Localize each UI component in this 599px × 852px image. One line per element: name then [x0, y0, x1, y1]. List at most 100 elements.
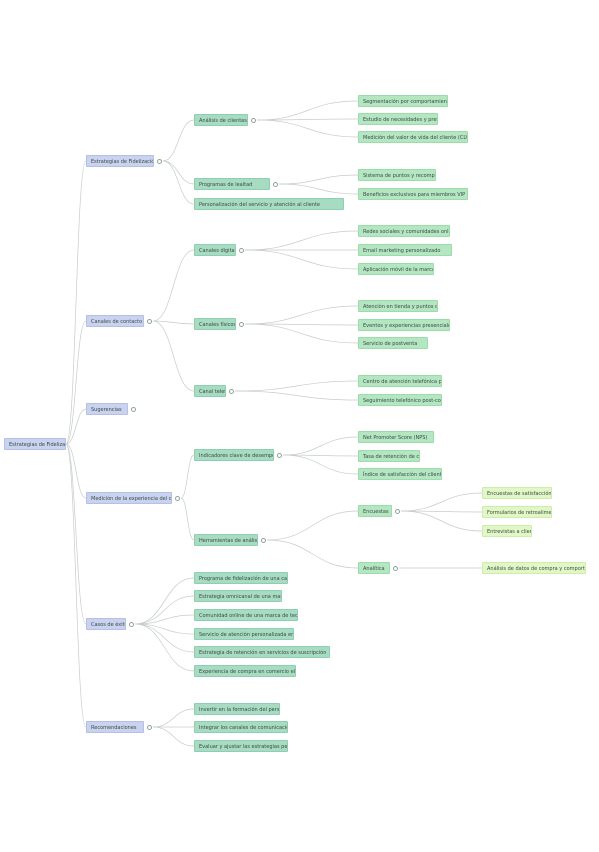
branch-0-collapse-toggle-icon[interactable] [157, 158, 162, 164]
connector-branch-topic [162, 160, 195, 185]
branch-node-canales-de-contacto[interactable]: Canales de contacto [86, 315, 144, 327]
connector-topic-subtopic [234, 380, 359, 392]
subtopic-node-email-marketing-personalizado[interactable]: Email marketing personalizado [358, 244, 452, 256]
topic-node-integrar-los-canales-de-comunicacion-con[interactable]: Integrar los canales de comunicación con… [194, 721, 288, 733]
topic-3-0-collapse-toggle-icon[interactable] [277, 452, 282, 458]
topic-node-estrategia-omnicanal-de-una-marca-de-rop[interactable]: Estrategia omnicanal de una marca de rop… [194, 590, 282, 602]
connector-topic-subtopic [282, 436, 359, 456]
topic-node-experiencia-de-compra-en-comercio-electr[interactable]: Experiencia de compra en comercio electr… [194, 665, 296, 677]
subtopic-node-atencion-en-tienda-y-puntos-de-venta[interactable]: Atención en tienda y puntos de venta [358, 300, 438, 312]
connector-root-branch [65, 443, 87, 625]
connector-branch-topic [152, 708, 195, 728]
topic-node-personalizacion-del-servicio-y-atencion-[interactable]: Personalización del servicio y atención … [194, 198, 344, 210]
topic-node-estrategia-de-retencion-en-servicios-de-[interactable]: Estrategia de retención en servicios de … [194, 646, 330, 658]
subtopic-node-beneficios-exclusivos-para-miembros-vip[interactable]: Beneficios exclusivos para miembros VIP [358, 188, 468, 200]
connector-topic-subtopic [244, 323, 359, 326]
topic-node-analisis-de-clientes[interactable]: Análisis de clientes [194, 114, 248, 126]
leaf-node-entrevistas-a-clientes[interactable]: Entrevistas a clientes [482, 525, 532, 537]
connector-branch-topic [180, 454, 195, 499]
connector-branch-topic [134, 623, 195, 653]
connector-topic-subtopic [244, 323, 359, 344]
topic-0-1-collapse-toggle-icon[interactable] [273, 181, 278, 187]
connector-topic-subtopic [266, 539, 359, 569]
connector-topic-subtopic [244, 249, 359, 270]
connector-root-branch [65, 443, 87, 728]
topic-node-invertir-en-la-formacion-del-personal-de[interactable]: Invertir en la formación del personal de… [194, 703, 280, 715]
topic-node-servicio-de-atencion-personalizada-en-ba[interactable]: Servicio de atención personalizada en ba… [194, 628, 294, 640]
topic-1-1-collapse-toggle-icon[interactable] [239, 321, 244, 327]
connector-subtopic-leaf [400, 510, 483, 513]
connector-branch-topic [152, 726, 195, 747]
connector-branch-topic [180, 497, 195, 541]
topic-node-herramientas-de-analisis[interactable]: Herramientas de análisis [194, 534, 258, 546]
connector-topic-subtopic [244, 230, 359, 251]
connector-topic-subtopic [256, 119, 359, 138]
connector-branch-topic [134, 623, 195, 635]
connector-branch-topic [152, 249, 195, 322]
topic-1-2-collapse-toggle-icon[interactable] [229, 388, 234, 394]
branch-node-casos-de-exito[interactable]: Casos de éxito [86, 618, 126, 630]
topic-node-programas-de-lealtad[interactable]: Programas de lealtad [194, 178, 270, 190]
connector-topic-subtopic [282, 454, 359, 475]
subtopic-node-medicion-del-valor-de-vida-del-cliente-c[interactable]: Medición del valor de vida del cliente (… [358, 131, 468, 143]
branch-node-recomendaciones[interactable]: Recomendaciones [86, 721, 144, 733]
subtopic-node-servicio-de-postventa[interactable]: Servicio de postventa [358, 337, 428, 349]
connector-subtopic-leaf [400, 492, 483, 512]
subtopic-node-indice-de-satisfaccion-del-cliente-csat[interactable]: Índice de satisfacción del cliente (CSAT… [358, 468, 442, 480]
connector-topic-subtopic [282, 454, 359, 457]
subtopic-3-1-0-collapse-toggle-icon[interactable] [395, 508, 400, 514]
subtopic-node-eventos-y-experiencias-presenciales[interactable]: Eventos y experiencias presenciales [358, 319, 450, 331]
branch-node-estrategias-de-fidelizacion[interactable]: Estrategias de Fidelización [86, 155, 154, 167]
subtopic-node-aplicacion-movil-de-la-marca[interactable]: Aplicación móvil de la marca [358, 263, 434, 275]
branch-2-collapse-toggle-icon[interactable] [131, 406, 136, 412]
leaf-node-encuestas-de-satisfaccion[interactable]: Encuestas de satisfacción [482, 487, 552, 499]
topic-node-evaluar-y-ajustar-las-estrategias-period[interactable]: Evaluar y ajustar las estrategias periód… [194, 740, 288, 752]
connector-branch-topic [134, 577, 195, 625]
subtopic-node-estudio-de-necesidades-y-preferencias[interactable]: Estudio de necesidades y preferencias [358, 113, 438, 125]
branch-4-collapse-toggle-icon[interactable] [129, 621, 134, 627]
topic-node-canal-telefonico[interactable]: Canal telefónico [194, 385, 226, 397]
connector-root-branch [65, 160, 87, 445]
subtopic-3-1-1-collapse-toggle-icon[interactable] [393, 565, 398, 571]
branch-5-collapse-toggle-icon[interactable] [147, 724, 152, 730]
connector-root-branch [65, 408, 87, 445]
leaf-node-formularios-de-retroalimentacion[interactable]: Formularios de retroalimentación [482, 506, 552, 518]
connector-branch-topic [162, 119, 195, 162]
connector-topic-subtopic [256, 118, 359, 121]
topic-1-0-collapse-toggle-icon[interactable] [239, 247, 244, 253]
subtopic-node-centro-de-atencion-telefonica-proactiva[interactable]: Centro de atención telefónica proactiva [358, 375, 442, 387]
connector-branch-topic [134, 614, 195, 625]
topic-node-canales-digitales[interactable]: Canales digitales [194, 244, 236, 256]
branch-1-collapse-toggle-icon[interactable] [147, 318, 152, 324]
connector-topic-subtopic [266, 510, 359, 541]
root-node-estrategias-de-fidelizacion[interactable]: Estrategias de Fidelización [4, 438, 66, 450]
connector-branch-topic [152, 320, 195, 325]
connector-branch-topic [134, 623, 195, 672]
branch-3-collapse-toggle-icon[interactable] [175, 495, 180, 501]
connector-topic-subtopic [234, 390, 359, 401]
subtopic-node-encuestas[interactable]: Encuestas [358, 505, 392, 517]
connector-topic-subtopic [244, 305, 359, 325]
subtopic-node-sistema-de-puntos-y-recompensas[interactable]: Sistema de puntos y recompensas [358, 169, 436, 181]
connector-branch-topic [152, 320, 195, 392]
subtopic-node-tasa-de-retencion-de-clientes[interactable]: Tasa de retención de clientes [358, 450, 420, 462]
subtopic-node-segmentacion-por-comportamiento-de-compr[interactable]: Segmentación por comportamiento de compr… [358, 95, 448, 107]
branch-node-medicion-de-la-experiencia-del-cliente[interactable]: Medición de la experiencia del cliente [86, 492, 172, 504]
subtopic-node-redes-sociales-y-comunidades-online[interactable]: Redes sociales y comunidades online [358, 225, 450, 237]
connector-topic-subtopic [278, 183, 359, 195]
topic-node-indicadores-clave-de-desempeno[interactable]: Indicadores clave de desempeño [194, 449, 274, 461]
leaf-node-analisis-de-datos-de-compra-y-comportami[interactable]: Análisis de datos de compra y comportami… [482, 562, 586, 574]
topic-3-1-collapse-toggle-icon[interactable] [261, 537, 266, 543]
topic-node-comunidad-online-de-una-marca-de-tecnolo[interactable]: Comunidad online de una marca de tecnolo… [194, 609, 298, 621]
topic-node-canales-fisicos[interactable]: Canales físicos [194, 318, 236, 330]
topic-node-programa-de-fidelizacion-de-una-cadena-m[interactable]: Programa de fidelización de una cadena m… [194, 572, 288, 584]
subtopic-node-seguimiento-telefonico-post-compra[interactable]: Seguimiento telefónico post-compra [358, 394, 442, 406]
connector-branch-topic [134, 595, 195, 625]
connector-root-branch [65, 320, 87, 445]
branch-node-sugerencias[interactable]: Sugerencias [86, 403, 128, 415]
subtopic-node-analitica[interactable]: Analítica [358, 562, 390, 574]
subtopic-node-net-promoter-score-nps[interactable]: Net Promoter Score (NPS) [358, 431, 434, 443]
topic-0-0-collapse-toggle-icon[interactable] [251, 117, 256, 123]
